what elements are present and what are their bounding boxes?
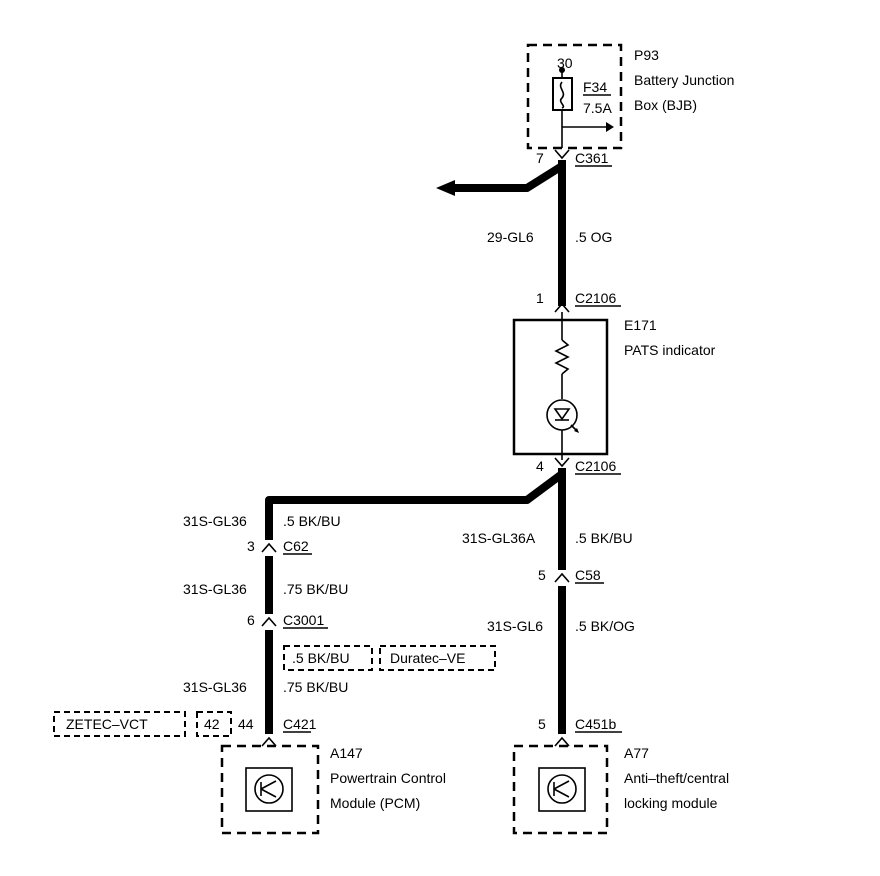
resistor-icon bbox=[554, 339, 570, 375]
c421-pin: 44 bbox=[238, 716, 254, 732]
connector-c421-chevron-icon bbox=[261, 736, 277, 747]
c2106-top-label: C2106 bbox=[575, 290, 616, 306]
option-spec: .5 BK/BU bbox=[292, 650, 350, 666]
option-zetec-box bbox=[53, 711, 186, 737]
c62-label: C62 bbox=[283, 538, 309, 554]
pats-indicator: E171 PATS indicator bbox=[512, 312, 716, 460]
antitheft-symbol-box bbox=[538, 767, 586, 812]
connector-c62-chevron-icon bbox=[261, 542, 277, 553]
bjb-name-line2: Box (BJB) bbox=[634, 97, 697, 113]
c2106-top-pin: 1 bbox=[536, 290, 544, 306]
connector-c3001-chevron-icon bbox=[261, 616, 277, 627]
pcm-name-line2: Module (PCM) bbox=[330, 795, 420, 811]
antitheft-name-line2: locking module bbox=[624, 795, 718, 811]
fuse-element bbox=[559, 81, 565, 109]
transistor-emitter bbox=[553, 788, 570, 798]
wire-top-circuit: 29-GL6 bbox=[487, 229, 534, 245]
left-wire2-circuit: 31S-GL36 bbox=[183, 581, 247, 597]
bjb-name-line1: Battery Junction bbox=[634, 72, 734, 88]
transistor-collector bbox=[553, 780, 570, 790]
antitheft-ref: A77 bbox=[624, 745, 649, 761]
option-pin: 42 bbox=[204, 716, 220, 732]
right-wire2-circuit: 31S-GL6 bbox=[487, 618, 543, 634]
bjb-ref: P93 bbox=[634, 47, 659, 63]
wire-branch-left bbox=[455, 162, 565, 192]
c62-pin: 3 bbox=[247, 538, 255, 554]
transistor-emitter bbox=[260, 788, 277, 798]
connector-c2106-top: 1 C2106 bbox=[536, 290, 621, 313]
antitheft-outline bbox=[512, 744, 609, 835]
left-branch: 31S-GL36 .5 BK/BU 3 C62 31S-GL36 .75 BK/… bbox=[53, 513, 496, 747]
fuse-label: F34 bbox=[583, 79, 607, 95]
connector-c2106-top-chevron-icon bbox=[554, 302, 570, 313]
wire-top-spec: .5 OG bbox=[575, 229, 612, 245]
right-wire1-spec: .5 BK/BU bbox=[575, 530, 633, 546]
bjb-terminal-dot bbox=[559, 67, 565, 73]
pcm-ref: A147 bbox=[330, 745, 363, 761]
transistor-collector bbox=[260, 780, 277, 790]
pats-outline bbox=[512, 318, 609, 456]
connector-c451b-chevron-icon bbox=[554, 736, 570, 747]
bjb-outline bbox=[526, 43, 623, 150]
connector-c2106-bottom-chevron-icon bbox=[554, 457, 570, 468]
pcm-symbol-box bbox=[245, 767, 293, 812]
c2106-bottom-label: C2106 bbox=[575, 458, 616, 474]
connector-c361: 7 C361 bbox=[536, 149, 612, 167]
right-branch: 31S-GL36A .5 BK/BU 5 C58 31S-GL6 .5 BK/O… bbox=[462, 530, 635, 747]
option-engine-box bbox=[379, 645, 496, 671]
connector-c2106-bottom: 4 C2106 bbox=[536, 457, 621, 475]
wire-31s-gl36-top bbox=[265, 470, 565, 540]
connector-c58-chevron-icon bbox=[554, 572, 570, 583]
left-wire1-spec: .5 BK/BU bbox=[283, 513, 341, 529]
option-engine: Duratec–VE bbox=[390, 650, 465, 666]
antitheft-module: A77 Anti–theft/central locking module bbox=[512, 744, 729, 835]
c58-label: C58 bbox=[575, 567, 601, 583]
option-zetec: ZETEC–VCT bbox=[66, 716, 148, 732]
c3001-pin: 6 bbox=[247, 612, 255, 628]
c361-label: C361 bbox=[575, 150, 609, 166]
led-ray-arrow-icon bbox=[574, 428, 579, 433]
pats-ref: E171 bbox=[624, 317, 657, 333]
led-icon bbox=[553, 408, 571, 421]
pcm-name-line1: Powertrain Control bbox=[330, 770, 446, 786]
c361-pin: 7 bbox=[536, 150, 544, 166]
battery-junction-box: 30 F34 7.5A P93 Battery Junction Box (BJ… bbox=[526, 43, 734, 150]
c58-pin: 5 bbox=[538, 567, 546, 583]
left-wire2-spec: .75 BK/BU bbox=[283, 581, 348, 597]
bjb-terminal-label: 30 bbox=[557, 55, 573, 71]
branch-arrow-icon bbox=[436, 180, 455, 196]
right-wire1-circuit: 31S-GL36A bbox=[462, 530, 536, 546]
option-pin-box bbox=[196, 711, 232, 737]
pcm-outline bbox=[220, 744, 320, 835]
c421-label: C421 bbox=[283, 716, 317, 732]
option-spec-box bbox=[283, 645, 373, 671]
left-wire3-spec: .75 BK/BU bbox=[283, 679, 348, 695]
antitheft-name-line1: Anti–theft/central bbox=[624, 770, 729, 786]
left-wire3-circuit: 31S-GL36 bbox=[183, 679, 247, 695]
c451b-pin: 5 bbox=[538, 716, 546, 732]
bjb-branch-arrow-icon bbox=[606, 122, 614, 132]
left-wire1-circuit: 31S-GL36 bbox=[183, 513, 247, 529]
right-wire2-spec: .5 BK/OG bbox=[575, 618, 635, 634]
c3001-label: C3001 bbox=[283, 612, 324, 628]
pcm-module: A147 Powertrain Control Module (PCM) bbox=[220, 744, 446, 835]
fuse-rating: 7.5A bbox=[583, 100, 612, 116]
c451b-label: C451b bbox=[575, 716, 616, 732]
transistor-icon bbox=[254, 774, 284, 804]
transistor-icon bbox=[547, 774, 577, 804]
c2106-bottom-pin: 4 bbox=[536, 458, 544, 474]
connector-c361-chevron-icon bbox=[554, 149, 570, 160]
pats-name: PATS indicator bbox=[624, 342, 716, 358]
